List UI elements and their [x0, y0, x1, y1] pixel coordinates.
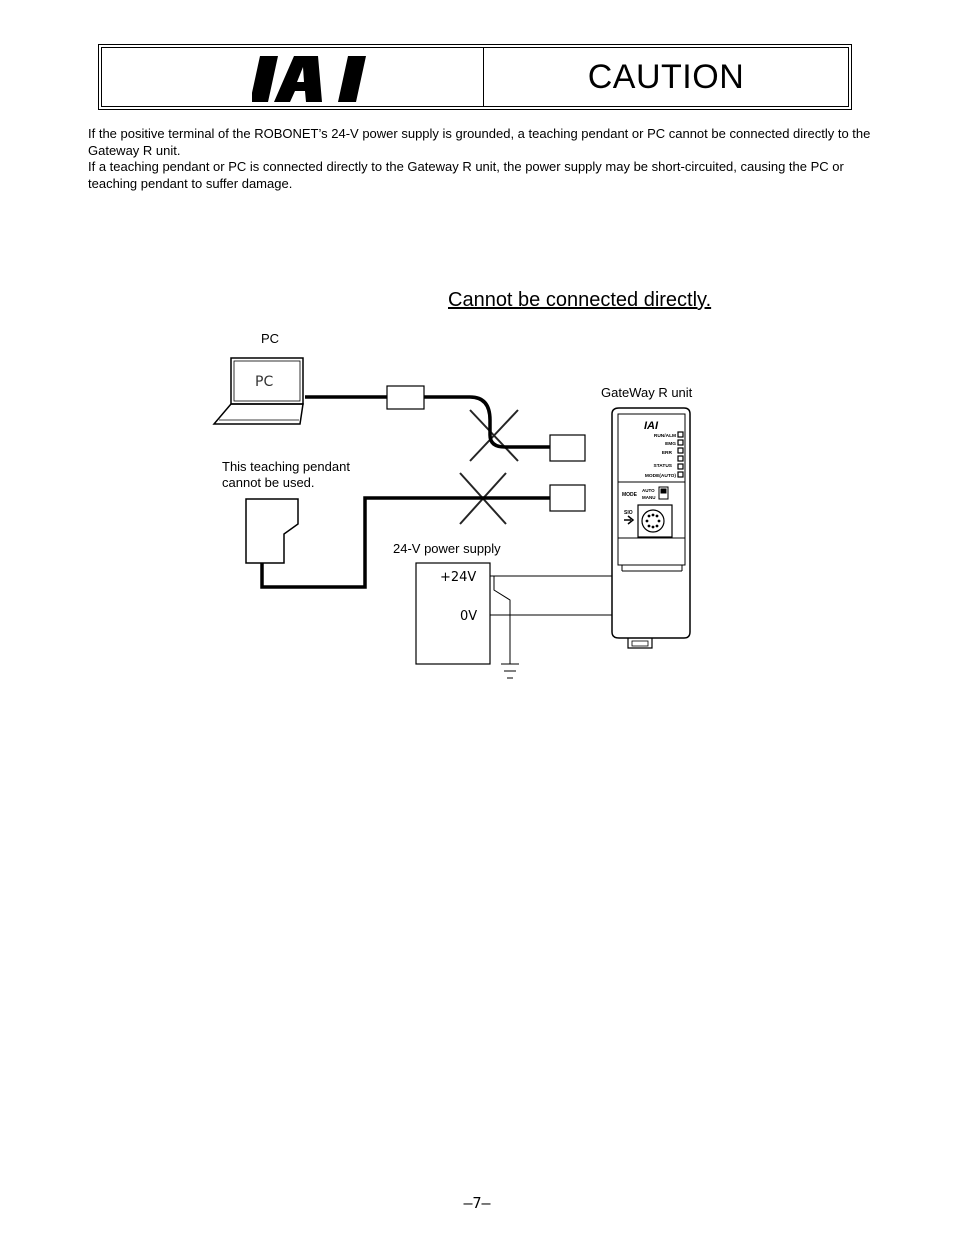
teaching-pendant	[245, 498, 299, 564]
gateway-r-unit	[611, 407, 691, 649]
plus-24v-terminal: +24V	[440, 570, 476, 585]
pc-keyboard	[212, 403, 304, 425]
logo-letter-i-left	[252, 56, 278, 102]
pc-cable-to-unit	[424, 395, 550, 449]
unit-mode-option-manu: MANU	[642, 495, 656, 500]
header-frame: CAUTION	[98, 44, 852, 110]
diagram-title: Cannot be connected directly.	[448, 289, 712, 311]
led-label-status: STATUS	[654, 463, 673, 469]
led-label-run-alm: RUN/ALM	[654, 433, 676, 439]
caution-paragraph-2: If a teaching pendant or PC is connected…	[88, 159, 844, 191]
pc-laptop	[212, 357, 304, 425]
page-number: –7–	[463, 1194, 491, 1212]
unit-sio-port	[637, 504, 673, 538]
unit-mode-switch	[658, 486, 669, 500]
iai-logo	[252, 56, 366, 102]
caution-title: CAUTION	[587, 57, 745, 96]
logo-letter-a	[274, 56, 322, 102]
pc-unit-plug	[549, 434, 586, 462]
unit-led-labels: RUN/ALM EMG ERR STATUS MODE(AUTO)	[645, 433, 676, 479]
led-label-err: ERR	[662, 450, 673, 456]
ground-icon	[501, 663, 519, 679]
unit-sio-arrow-icon	[624, 515, 635, 525]
pendant-label-line-1: This teaching pendant	[222, 459, 350, 474]
power-supply-box	[415, 562, 491, 665]
caution-paragraph-1: If the positive terminal of the ROBONET’…	[88, 126, 871, 158]
unit-logo: IAI	[644, 420, 659, 432]
cross-mark-pendant	[459, 472, 507, 525]
unit-mode-label: MODE	[622, 492, 638, 498]
power-supply-label: 24-V power supply	[393, 541, 501, 556]
led-label-emg: EMG	[665, 441, 676, 447]
pc-screen-text: PC	[255, 374, 273, 390]
zero-volt-terminal: 0V	[460, 609, 477, 624]
gateway-label: GateWay R unit	[601, 385, 693, 400]
unit-mode-option-auto: AUTO	[642, 488, 655, 493]
pc-label: PC	[261, 331, 280, 346]
pc-cable-connector	[386, 385, 425, 410]
cross-mark-pc	[469, 409, 519, 462]
logo-letter-i-right	[338, 56, 366, 102]
caution-body: If the positive terminal of the ROBONET’…	[88, 126, 878, 192]
pendant-unit-plug	[549, 484, 586, 512]
logo-letter-a-hole	[297, 67, 304, 82]
unit-sio-pins	[645, 513, 661, 529]
supply-wiring	[490, 575, 612, 664]
unit-led-column	[677, 431, 684, 478]
header-divider	[483, 48, 484, 106]
unit-sio-label: SIO	[624, 510, 633, 516]
led-label-mode-auto: MODE(AUTO)	[645, 473, 676, 479]
header-inner-frame: CAUTION	[101, 47, 849, 107]
pendant-cable	[260, 496, 550, 589]
pendant-label-line-2: cannot be used.	[222, 475, 315, 490]
